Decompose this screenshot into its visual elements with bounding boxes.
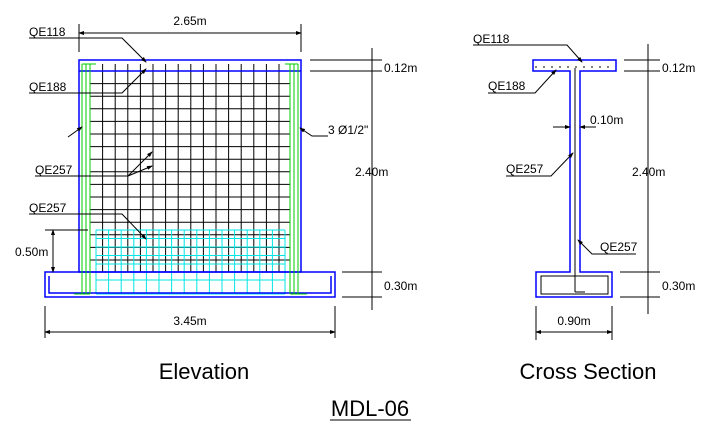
wall-mesh-grid — [89, 64, 290, 272]
dim-lower-mesh: 0.50m — [15, 229, 88, 273]
dim-base-width-label: 3.45m — [173, 314, 206, 328]
footing-inner — [48, 276, 332, 294]
section-dim-footing: 0.30m — [662, 279, 695, 293]
label-qe188: QE188 — [29, 80, 67, 94]
corner-bars-right — [285, 63, 307, 295]
leaders: QE118 QE188 QE257 QE257 3 Ø1/2" — [29, 25, 368, 240]
elevation-title: Elevation — [159, 359, 250, 384]
dim-top-width-label: 2.65m — [173, 14, 206, 28]
elevation-view: 2.65m 3.45m 0.50m 0.12m 2.40m 0.30m QE11… — [15, 14, 417, 384]
label-corner-bars: 3 Ø1/2" — [328, 123, 368, 137]
corner-bars-left — [74, 63, 96, 295]
section-dim-footing-width: 0.90m — [557, 314, 590, 328]
footing-outline — [44, 271, 336, 298]
dim-footing-label: 0.30m — [384, 279, 417, 293]
section-leaders: QE118 QE188 QE257 QE257 — [473, 32, 638, 255]
section-dim-slab: 0.12m — [662, 61, 695, 75]
label-qe257-wall: QE257 — [35, 163, 73, 177]
dim-wall-height-label: 2.40m — [355, 165, 388, 179]
drawing-id: MDL-06 — [331, 396, 409, 421]
section-label-qe188: QE188 — [488, 79, 526, 93]
wall-outline — [78, 59, 302, 273]
dim-slab-label: 0.12m — [384, 61, 417, 75]
lower-mesh-grid — [95, 229, 286, 295]
label-qe257-lower: QE257 — [29, 201, 67, 215]
dim-base-width: 3.45m — [44, 306, 336, 338]
cross-section-view: 0.12m 2.40m 0.30m 0.10m 0.90m QE118 QE18… — [473, 32, 695, 384]
dim-top-width: 2.65m — [78, 14, 302, 52]
label-qe118: QE118 — [29, 25, 66, 39]
section-dim-wall-thickness: 0.10m — [590, 113, 623, 127]
cross-section-title: Cross Section — [520, 359, 657, 384]
dim-lower-mesh-label: 0.50m — [15, 245, 48, 259]
section-label-qe257-lower: QE257 — [600, 240, 638, 254]
section-outline — [532, 59, 617, 298]
dims-section: 0.12m 2.40m 0.30m 0.10m 0.90m — [535, 44, 695, 340]
section-label-qe257-wall: QE257 — [506, 162, 544, 176]
section-label-qe118: QE118 — [473, 32, 510, 46]
section-dim-wall-height: 2.40m — [632, 165, 665, 179]
dim-vertical-right: 0.12m 2.40m 0.30m — [310, 48, 417, 310]
